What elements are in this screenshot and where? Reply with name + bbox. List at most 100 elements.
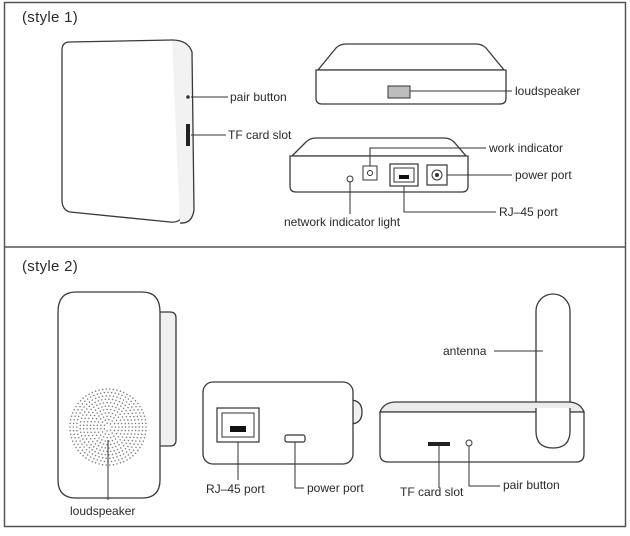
speaker-dot [101,395,104,398]
speaker-dot [130,451,132,454]
speaker-dot [94,431,96,433]
speaker-dot [119,405,122,407]
speaker-dot [145,426,147,428]
speaker-dot [138,440,141,442]
speaker-dot [89,438,92,440]
speaker-dot [83,446,85,448]
speaker-dot [108,398,110,400]
speaker-dot [116,463,118,465]
speaker-dot [79,420,82,423]
speaker-dot [84,400,86,403]
speaker-dot [98,437,100,439]
speaker-dot [135,405,137,408]
power-port-2 [284,434,306,443]
speaker-dot [115,419,118,422]
speaker-dot [88,401,91,403]
speaker-dot [73,443,75,446]
speaker-dot [88,417,90,420]
speaker-dot [133,443,135,445]
speaker-dot [109,450,112,452]
speaker-dot [72,426,75,428]
speaker-dot [79,440,81,442]
speaker-dot [82,424,85,426]
speaker-dot [116,396,118,398]
speaker-dot [81,449,84,451]
speaker-dot [127,398,130,400]
speaker-dot [119,413,121,415]
speaker-dot [79,446,81,449]
section-title-style2: (style 2) [22,258,79,275]
speaker-dot [139,405,141,408]
speaker-dot [119,397,122,400]
speaker-dot [71,412,74,414]
speaker-dot [124,396,127,398]
work-indicator-leader [369,147,486,166]
speaker-dot [108,412,110,414]
speaker-dot [69,419,72,421]
speaker-dot [76,426,78,428]
speaker-dot [74,415,76,418]
speaker-dot [89,396,92,398]
speaker-dot [77,443,79,446]
speaker-dot [86,398,89,400]
speaker-dot [89,428,92,430]
label-pair-button-1: pair button [230,90,287,104]
speaker-dot [74,436,76,439]
speaker-dot [127,406,129,409]
speaker-dot [108,454,110,456]
speaker-dot [103,427,106,430]
speaker-dot [101,399,103,401]
speaker-dot [116,441,119,443]
label-power-port-2: power port [307,481,364,495]
speaker-dot [141,433,143,435]
speaker-dot [116,403,119,406]
speaker-dot [131,429,133,432]
speaker-dot [124,447,127,450]
style2-antenna-device [379,293,585,463]
speaker-dot [73,408,75,411]
speaker-dot [113,409,115,412]
speaker-dot [116,456,118,458]
speaker-dot [114,438,117,440]
speaker-dot [93,428,95,430]
speaker-dot [102,416,105,418]
speaker-dot [102,402,105,404]
speaker-dot [123,419,125,421]
speaker-dot [114,460,116,462]
speaker-dot [119,390,122,392]
speaker-dot [118,426,120,428]
speaker-dot [121,429,123,432]
speaker-dot [134,422,137,425]
speaker-dot [95,434,98,437]
speaker-dot [135,426,137,428]
speaker-dot [110,460,113,463]
speaker-dot [127,433,129,435]
speaker-dot [123,439,126,441]
speaker-dot [139,446,141,449]
speaker-dot [84,417,86,420]
speaker-dot [106,401,108,404]
speaker-dot [101,421,104,423]
speaker-dot [79,400,82,402]
speaker-dot [138,426,140,428]
speaker-dot [117,429,119,432]
speaker-dot [92,411,94,414]
speaker-dot [116,448,119,451]
speaker-dot [76,422,78,425]
speaker-dot [94,443,97,445]
speaker-dot [77,449,79,452]
speaker-dot [109,423,112,425]
speaker-dot [86,444,88,446]
speaker-dot [133,409,135,411]
speaker-dot [92,440,94,443]
speaker-dot [97,452,100,454]
speaker-dot [104,433,107,435]
speaker-dot [83,420,85,423]
speaker-dot [77,415,80,418]
speaker-dot [130,400,132,403]
speaker-dot [140,436,142,439]
speaker-dot [134,452,137,454]
speaker-dot [106,443,108,446]
speaker-dot [111,453,114,456]
speaker-dot [95,417,98,420]
